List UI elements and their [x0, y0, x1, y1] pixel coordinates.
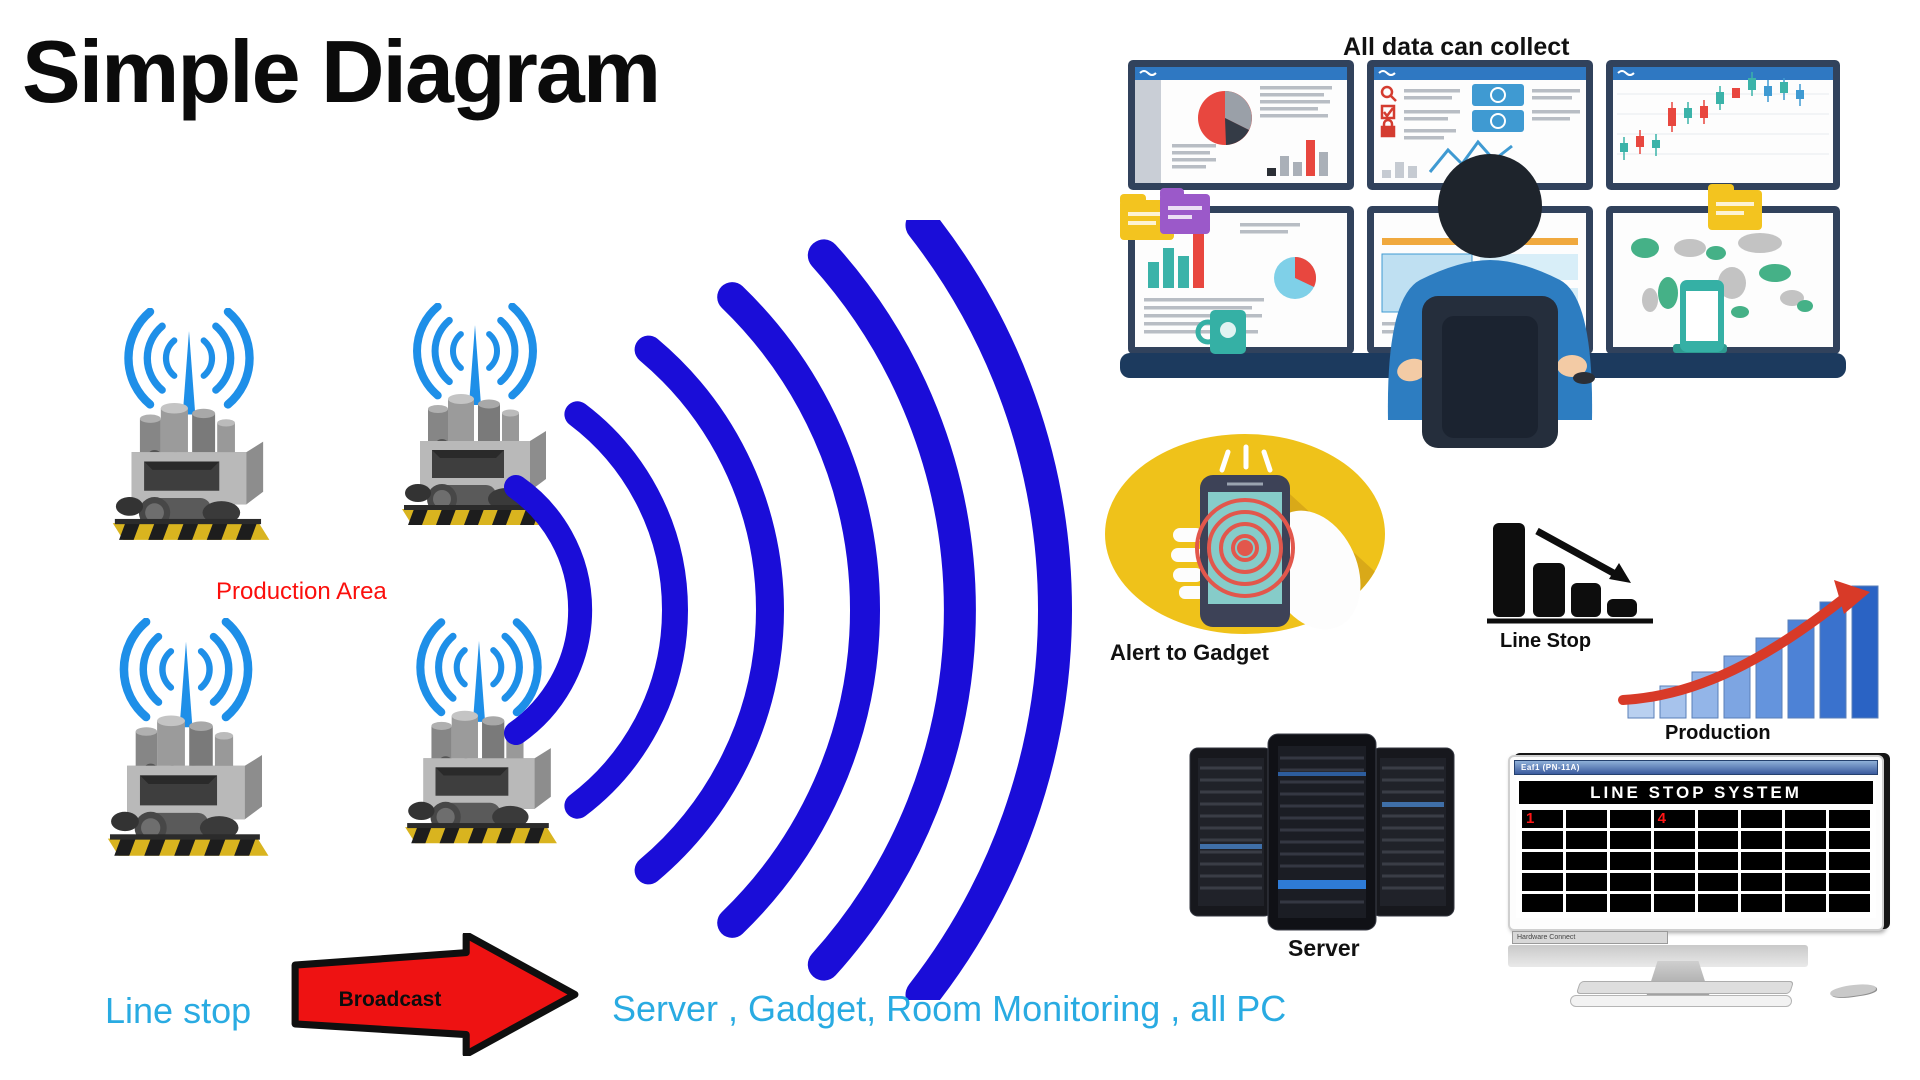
- head: [1438, 154, 1542, 258]
- tablet-dock-icon: [1673, 280, 1727, 353]
- lss-cell: [1785, 894, 1827, 912]
- lss-cell: [1829, 831, 1870, 849]
- alert-rays: [1219, 444, 1273, 473]
- lss-cell: [1697, 852, 1739, 870]
- lss-cell: [1697, 894, 1739, 912]
- candlestick-chart-icon: [1620, 72, 1804, 160]
- lss-cell: [1785, 852, 1827, 870]
- monitor-base: [1570, 995, 1792, 1007]
- lss-cell: [1741, 831, 1783, 849]
- screen-logo: [1378, 70, 1396, 76]
- keyboard-icon: [1575, 981, 1795, 994]
- bar-chart-icon: [1148, 234, 1204, 288]
- broadcast-arrow-label: Broadcast: [338, 988, 442, 1011]
- monitor-icon: [1128, 60, 1354, 190]
- lss-cell: [1741, 810, 1783, 828]
- lss-cell: [1522, 852, 1563, 870]
- lss-cell: [1653, 831, 1695, 849]
- lss-window-title: Eaf1 (PN-11A): [1521, 763, 1580, 772]
- lss-shadow: [1508, 945, 1808, 967]
- screen-logo: [1617, 70, 1635, 76]
- collect-label: All data can collect: [1343, 33, 1570, 61]
- lss-alert-number: 4: [1657, 810, 1666, 827]
- screen-logo: [1139, 70, 1157, 76]
- lss-cell: [1697, 810, 1739, 828]
- server-label: Server: [1288, 935, 1360, 961]
- bar-chart-icon: [1267, 140, 1328, 176]
- server-rack-icon: [1189, 733, 1455, 931]
- lss-cell: [1565, 831, 1607, 849]
- fingers: [1171, 528, 1205, 599]
- production-area-label: Production Area: [216, 578, 387, 605]
- phone-alert-icon: [1105, 434, 1385, 634]
- broadcast-waves-icon: [504, 220, 1072, 1000]
- lss-status-text: Hardware Connect: [1517, 934, 1576, 941]
- alert-label: Alert to Gadget: [1110, 640, 1269, 665]
- bar-chart-increasing-icon: [1618, 580, 1879, 719]
- lss-cell: [1522, 831, 1563, 849]
- mouse-icon: [1829, 981, 1877, 1000]
- lss-cell: [1522, 873, 1563, 891]
- lss-cell: [1609, 873, 1651, 891]
- world-map-icon: [1631, 233, 1813, 318]
- lss-cell: [1609, 852, 1651, 870]
- lss-cell: [1522, 894, 1563, 912]
- mouse-icon: [1573, 372, 1595, 384]
- lss-cell: [1829, 852, 1870, 870]
- page-title: Simple Diagram: [22, 22, 661, 121]
- production-chart-label: Production: [1665, 722, 1771, 744]
- growth-arrow: [1618, 595, 1847, 705]
- machine-icon: [100, 308, 278, 544]
- lss-window-titlebar: Eaf1 (PN-11A): [1514, 760, 1878, 775]
- lss-cell: [1653, 873, 1695, 891]
- operator-person: [1387, 154, 1595, 448]
- pie-chart-icon: [1274, 257, 1317, 299]
- lss-cell: [1565, 873, 1607, 891]
- monitoring-workstation: [1120, 60, 1846, 448]
- lss-cell: [1653, 894, 1695, 912]
- lss-status-bar: Hardware Connect: [1512, 931, 1668, 944]
- checklist-icons: [1380, 85, 1397, 138]
- folder-icon: [1708, 184, 1762, 230]
- broadcast-arrow-icon: [291, 933, 579, 1056]
- alert-ripple: [1195, 498, 1295, 598]
- lss-cell: [1785, 831, 1827, 849]
- flow-source-label: Line stop: [105, 990, 252, 1031]
- lss-cell: [1653, 852, 1695, 870]
- lss-cell: 1: [1522, 810, 1563, 828]
- lss-cell: [1741, 873, 1783, 891]
- coffee-mug-icon: [1195, 310, 1246, 354]
- lss-cell: [1829, 810, 1870, 828]
- bar-chart-decreasing-icon: [1487, 523, 1653, 624]
- hand: [1557, 355, 1587, 377]
- lss-cell: [1565, 810, 1607, 828]
- lss-cell: [1829, 873, 1870, 891]
- lss-cell: [1565, 894, 1607, 912]
- monitor-icon: [1606, 60, 1840, 190]
- lss-cell: [1609, 894, 1651, 912]
- flow-targets-label: Server , Gadget, Room Monitoring , all P…: [612, 988, 1287, 1029]
- lss-cell: [1697, 873, 1739, 891]
- lss-cell: [1609, 810, 1651, 828]
- lss-cell: [1829, 894, 1870, 912]
- lss-cell: [1741, 894, 1783, 912]
- lss-cell: [1697, 831, 1739, 849]
- monitor-icon: [1367, 60, 1593, 190]
- machine-icon: [95, 618, 277, 860]
- line-stop-chart-label: Line Stop: [1500, 630, 1592, 652]
- lss-alert-number: 1: [1526, 810, 1535, 827]
- lss-cell: [1609, 831, 1651, 849]
- folder-icon: [1160, 188, 1210, 234]
- lss-cell: [1785, 810, 1827, 828]
- lss-cell: [1565, 852, 1607, 870]
- lss-board-title: LINE STOP SYSTEM: [1519, 781, 1873, 807]
- lss-cell: [1785, 873, 1827, 891]
- lss-cell: [1741, 852, 1783, 870]
- lss-cell: 4: [1653, 810, 1695, 828]
- hand: [1397, 358, 1427, 382]
